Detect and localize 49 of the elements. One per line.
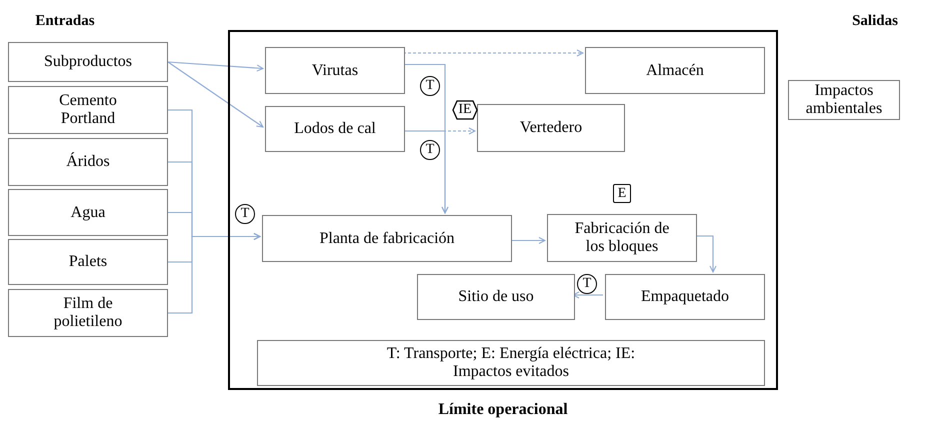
arrow [695,235,716,272]
process-box [547,214,697,262]
node-label: T [426,143,434,157]
process-box [788,80,900,120]
node-label: T [426,79,434,93]
node-label: Impactos ambientales [804,82,884,118]
node-label: Lodos de cal [294,120,376,138]
process-box [265,47,405,94]
arrow [403,130,448,214]
process-box [262,215,512,262]
column-heading: Salidas [851,12,899,31]
arrow [168,233,260,314]
node-label: Empaquetado [641,288,729,306]
process-box [417,274,575,320]
arrow [168,62,264,128]
node-label: T: Transporte; E: Energía eléctrica; IE: Impactos evitados [386,345,636,381]
node-label: Almacén [646,62,704,80]
node-label: Virutas [312,62,358,80]
node-label: Sitio de uso [458,288,534,306]
node-label: E [618,186,626,200]
node-label: Planta de fabricación [319,230,455,248]
symbol-hexagon [452,100,478,120]
node-label: Palets [68,253,108,271]
column-heading: Entradas [34,12,96,31]
node-label: T [240,207,250,221]
node-label: Áridos [66,153,110,171]
process-box [257,340,765,386]
process-box [477,104,625,152]
node-label: Film de polietileno [52,295,124,331]
arrow [510,237,546,244]
process-box [8,289,168,337]
process-box [8,86,168,134]
process-box [8,138,168,186]
node-label: Subproductos [44,53,132,71]
boundary-title: Límite operacional [437,400,569,420]
symbol-square [613,184,631,203]
node-label: IE [458,103,472,117]
arrow [168,61,264,72]
node-label: Vertedero [520,119,582,137]
node-label: Cemento Portland [58,92,118,128]
process-box [8,239,168,285]
node-label: Agua [70,204,106,222]
node-label: T [582,277,592,291]
process-box [8,189,168,236]
process-box [8,42,168,82]
process-box [605,274,765,320]
process-box [265,106,405,152]
process-box [585,47,765,94]
node-label: Fabricación de los bloques [574,220,670,256]
